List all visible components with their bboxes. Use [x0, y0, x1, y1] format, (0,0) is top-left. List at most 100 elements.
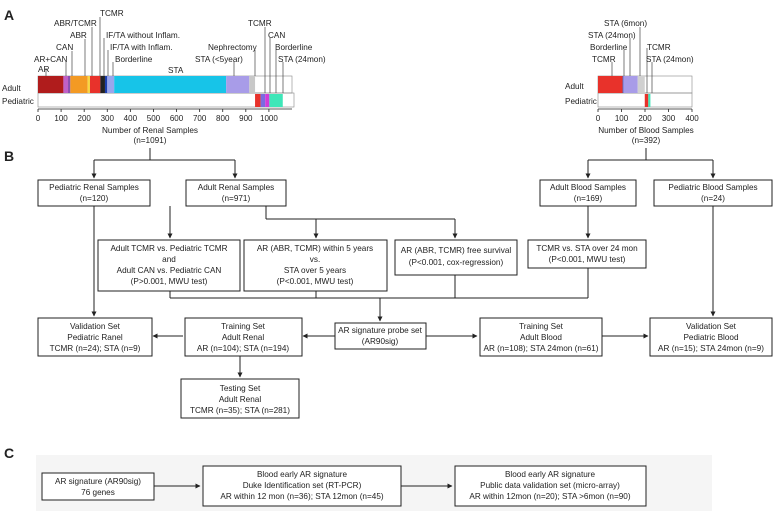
node-public-l2: Public data validation set (micro-array)	[480, 481, 620, 490]
blood-bars	[598, 76, 651, 107]
node-test-renal-l1: Testing Set	[220, 384, 261, 393]
renal-row-label-adult: Adult	[2, 84, 21, 93]
panel-a-letter: A	[4, 7, 14, 23]
node-duke-l1: Blood early AR signature	[257, 470, 348, 479]
node-public-l3: AR within 12mon (n=20); STA >6mon (n=90)	[469, 492, 630, 501]
label-borderline: Borderline	[115, 55, 153, 64]
renal-bar-adult-10	[226, 76, 250, 93]
blood-tick-label-1: 100	[615, 114, 629, 123]
node-compare-5yr: AR (ABR, TCMR) within 5 years vs. STA ov…	[243, 239, 388, 292]
renal-tick-label-1: 100	[54, 114, 68, 123]
node-compare-5yr-l3: STA over 5 years	[284, 266, 346, 275]
renal-tick-label-5: 500	[147, 114, 161, 123]
blood-row-label-pediatric: Pediatric	[565, 97, 597, 106]
blood-tick-label-0: 0	[596, 114, 601, 123]
node-train-blood: Training Set Adult Blood AR (n=108); STA…	[479, 317, 603, 357]
label-ped-borderline: Borderline	[275, 43, 313, 52]
renal-bar-pediatric-13	[260, 94, 266, 107]
node-train-blood-l3: AR (n=108); STA 24mon (n=61)	[484, 344, 599, 353]
node-test-renal-l2: Adult Renal	[219, 395, 262, 404]
blood-bar-adult-3	[637, 76, 645, 93]
renal-bar-pediatric-15	[269, 94, 283, 107]
renal-bar-pediatric-12	[255, 94, 261, 107]
label-blood-borderline: Borderline	[590, 43, 628, 52]
node-public: Blood early AR signature Public data val…	[454, 465, 647, 507]
renal-bar-adult-3	[70, 76, 88, 93]
renal-bar-adult-1	[63, 76, 69, 93]
label-ar: AR	[38, 65, 49, 74]
renal-tick-label-9: 900	[239, 114, 253, 123]
node-compare-5yr-l4: (P<0.001, MWU test)	[277, 277, 354, 286]
label-abr-tcmr: ABR/TCMR	[54, 19, 97, 28]
label-blood-sta6: STA (6mon)	[604, 19, 647, 28]
node-val-blood: Validation Set Pediatric Blood AR (n=15)…	[649, 317, 773, 357]
node-val-blood-l1: Validation Set	[686, 322, 737, 331]
node-free-survival-l1: AR (ABR, TCMR) free survival	[401, 246, 512, 255]
panel-b-letter: B	[4, 148, 14, 164]
node-compare-ped-adult-l2: and	[162, 255, 176, 264]
node-train-renal: Training Set Adult Renal AR (n=104); STA…	[184, 317, 303, 357]
renal-bar-adult-7	[104, 76, 108, 93]
renal-tick-label-2: 200	[78, 114, 92, 123]
node-ped-renal-n: (n=120)	[80, 194, 109, 203]
blood-axis-subtitle: (n=392)	[632, 136, 661, 145]
node-val-renal: Validation Set Pediatric Ranel TCMR (n=2…	[37, 317, 153, 357]
node-ped-blood-n: (n=24)	[701, 194, 725, 203]
renal-tick-label-3: 300	[101, 114, 115, 123]
node-duke: Blood early AR signature Duke Identifica…	[202, 465, 402, 507]
label-ped-can: CAN	[268, 31, 285, 40]
blood-tick-label-2: 200	[638, 114, 652, 123]
node-duke-l2: Duke Identification set (RT-PCR)	[243, 481, 362, 490]
panel-b-connectors	[91, 148, 716, 378]
renal-tick-label-0: 0	[36, 114, 41, 123]
renal-axis-title: Number of Renal Samples	[102, 126, 198, 135]
node-ped-renal-title: Pediatric Renal Samples	[49, 183, 139, 192]
renal-axis-subtitle: (n=1091)	[133, 136, 166, 145]
node-val-renal-l3: TCMR (n=24); STA (n=9)	[50, 344, 141, 353]
node-ped-blood: Pediatric Blood Samples (n=24)	[653, 179, 773, 207]
node-adult-blood-title: Adult Blood Samples	[550, 183, 626, 192]
label-sta-lt5: STA (<5year)	[195, 55, 243, 64]
blood-tick-label-3: 300	[662, 114, 676, 123]
label-ifta-with: IF/TA with Inflam.	[110, 43, 173, 52]
node-tcmr-vs-sta-l2: (P<0.001, MWU test)	[549, 255, 626, 264]
node-train-renal-l2: Adult Renal	[222, 333, 265, 342]
node-adult-blood-n: (n=169)	[574, 194, 603, 203]
node-tcmr-vs-sta: TCMR vs. STA over 24 mon (P<0.001, MWU t…	[527, 239, 647, 269]
renal-bar-adult-8	[107, 76, 115, 93]
label-blood-ped-tcmr: TCMR	[647, 43, 671, 52]
node-compare-5yr-l1: AR (ABR, TCMR) within 5 years	[257, 244, 373, 253]
node-adult-blood: Adult Blood Samples (n=169)	[539, 179, 637, 207]
renal-tick-label-4: 400	[124, 114, 138, 123]
node-val-renal-l1: Validation Set	[70, 322, 121, 331]
renal-bar-adult-2	[68, 76, 71, 93]
node-val-blood-l2: Pediatric Blood	[683, 333, 739, 342]
node-adult-renal: Adult Renal Samples (n=971)	[185, 179, 287, 207]
node-tcmr-vs-sta-l1: TCMR vs. STA over 24 mon	[536, 244, 638, 253]
node-adult-renal-n: (n=971)	[222, 194, 251, 203]
blood-bar-pediatric-4	[644, 94, 649, 107]
node-train-renal-l3: AR (n=104); STA (n=194)	[197, 344, 290, 353]
node-probe-set-l2: (AR90sig)	[362, 337, 399, 346]
renal-bar-adult-11	[249, 76, 256, 93]
node-test-renal-l3: TCMR (n=35); STA (n=281)	[190, 406, 290, 415]
label-blood-tcmr: TCMR	[592, 55, 616, 64]
node-ped-blood-title: Pediatric Blood Samples	[668, 183, 757, 192]
label-abr: ABR	[70, 31, 87, 40]
blood-axis-title: Number of Blood Samples	[598, 126, 694, 135]
node-ped-renal: Pediatric Renal Samples (n=120)	[37, 179, 151, 207]
node-test-renal: Testing Set Adult Renal TCMR (n=35); STA…	[180, 378, 300, 419]
renal-bar-adult-0	[38, 76, 64, 93]
blood-bar-adult-2	[623, 76, 638, 93]
label-sta: STA	[168, 66, 184, 75]
blood-row-label-adult: Adult	[565, 82, 584, 91]
renal-row-label-pediatric: Pediatric	[2, 97, 34, 106]
renal-tick-label-6: 600	[170, 114, 184, 123]
label-blood-sta24: STA (24mon)	[588, 31, 636, 40]
renal-tick-label-10: 1000	[260, 114, 278, 123]
renal-tick-label-7: 700	[193, 114, 207, 123]
node-probe-set: AR signature probe set (AR90sig)	[334, 322, 427, 350]
